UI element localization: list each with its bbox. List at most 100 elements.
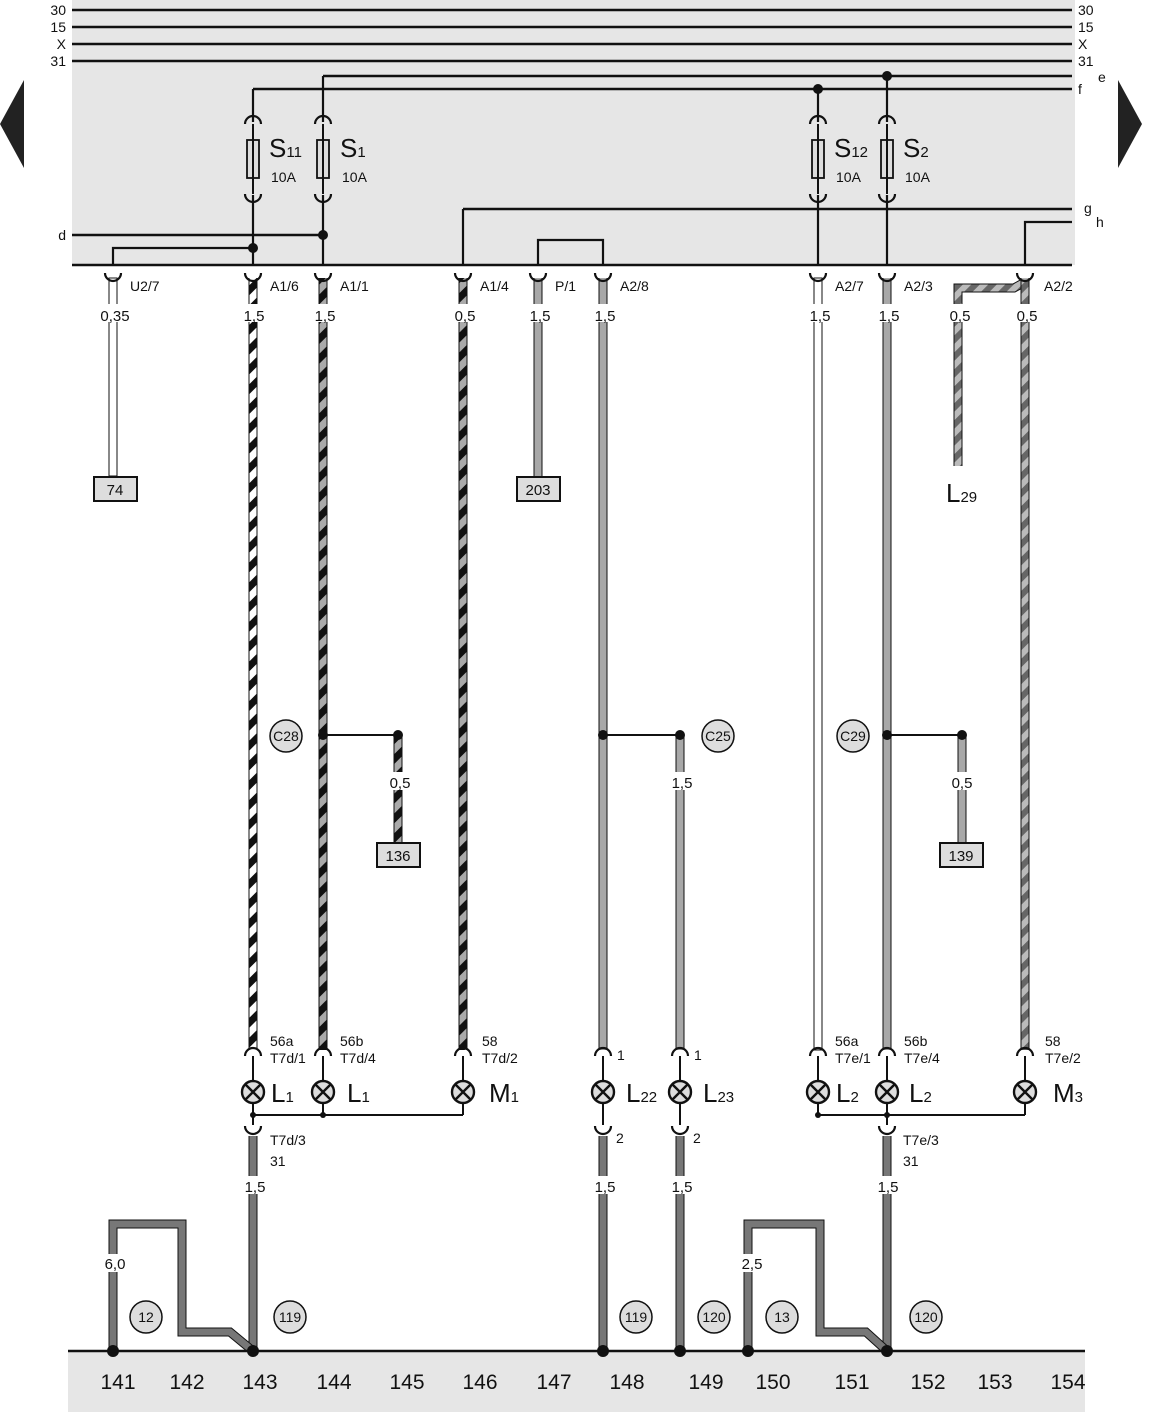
svg-text:0,5: 0,5 (390, 775, 411, 792)
next-page-arrow-icon[interactable] (1118, 80, 1142, 168)
branch-gauges: 0,5 1,5 0,5 (386, 772, 974, 792)
fuse-connector-icon (877, 193, 897, 204)
svg-text:144: 144 (316, 1371, 351, 1394)
svg-text:1,5: 1,5 (595, 308, 616, 325)
junction-dot (598, 730, 608, 740)
svg-text:154: 154 (1050, 1371, 1085, 1394)
wire-l29 (954, 278, 1027, 466)
junction-dot (393, 730, 403, 740)
bus-lines (72, 8, 1072, 267)
connector-icon (808, 1046, 828, 1057)
connector-label: U2/7 (130, 278, 160, 294)
connector-label: A1/6 (270, 278, 299, 294)
bus-label-31-left: 31 (50, 53, 66, 69)
svg-text:145: 145 (389, 1371, 424, 1394)
lamp-cross-icon (1016, 1083, 1034, 1101)
connector-label: A2/2 (1044, 278, 1073, 294)
ref-box-74[interactable] (93, 476, 138, 502)
connector-icon (243, 1046, 263, 1057)
component-label-l29: L29 (946, 478, 977, 508)
bus-label-x-right: X (1078, 36, 1088, 52)
circle-ref-120[interactable] (909, 1300, 943, 1334)
svg-text:L22: L22 (626, 1078, 657, 1108)
wire-white-l2 (813, 277, 823, 1051)
connector-label: A1/1 (340, 278, 369, 294)
wire-ground-6-0 (109, 1220, 256, 1354)
fuse-panel-background (72, 0, 1075, 265)
svg-text:L23: L23 (703, 1078, 734, 1108)
fuse-label: S12 (834, 133, 868, 163)
bus-label-h: h (1096, 214, 1104, 230)
lamp-cross-icon (454, 1083, 472, 1101)
svg-text:0,5: 0,5 (455, 308, 476, 325)
connector-icon (1015, 1046, 1035, 1057)
svg-text:1,5: 1,5 (595, 1179, 616, 1196)
svg-text:1,5: 1,5 (810, 308, 831, 325)
circle-ref-119[interactable] (619, 1300, 653, 1334)
fuse-connector-icon (808, 193, 828, 204)
svg-text:120: 120 (702, 1309, 726, 1325)
svg-text:31: 31 (903, 1153, 919, 1169)
svg-text:58: 58 (1045, 1033, 1061, 1049)
fuse-connector-icon (877, 114, 897, 125)
svg-text:56b: 56b (340, 1033, 364, 1049)
svg-text:T7d/4: T7d/4 (340, 1050, 376, 1066)
svg-text:1,5: 1,5 (244, 308, 265, 325)
svg-text:T7e/3: T7e/3 (903, 1132, 939, 1148)
lamp-cross-icon (878, 1083, 896, 1101)
ground-pin-labels: T7d/331 2 2 T7e/331 (270, 1130, 939, 1169)
svg-text:0,5: 0,5 (1017, 308, 1038, 325)
svg-text:M3: M3 (1053, 1078, 1083, 1108)
ref-box-136[interactable] (376, 842, 421, 868)
wire-gauges-bottom: 1,5 1,5 1,5 1,5 6,0 2,5 (101, 1176, 900, 1273)
svg-text:6,0: 6,0 (105, 1256, 126, 1273)
fuse-rating: 10A (905, 169, 931, 185)
svg-text:L2: L2 (836, 1078, 859, 1108)
connector-label: P/1 (555, 278, 576, 294)
connector-icon (243, 1125, 263, 1136)
bus-label-g: g (1084, 200, 1092, 216)
circle-ref-13[interactable] (765, 1300, 799, 1334)
connector-icon (313, 1046, 333, 1057)
ref-box-139[interactable] (939, 842, 984, 868)
fuse-rating: 10A (271, 169, 297, 185)
svg-text:T7d/1: T7d/1 (270, 1050, 306, 1066)
connector-icon (593, 1125, 613, 1136)
fuse-label: S2 (903, 133, 929, 163)
svg-text:141: 141 (100, 1371, 135, 1394)
previous-page-arrow-icon[interactable] (0, 80, 24, 168)
fuse-connector-icon (243, 193, 263, 204)
svg-text:2: 2 (616, 1130, 624, 1146)
bus-label-30-left: 30 (50, 2, 66, 18)
connector-icon (808, 272, 828, 283)
circle-ref-c28[interactable] (269, 719, 303, 753)
fuse-rating: 10A (836, 169, 862, 185)
svg-text:13: 13 (774, 1309, 790, 1325)
connector-icon (877, 272, 897, 283)
svg-text:1,5: 1,5 (315, 308, 336, 325)
svg-text:153: 153 (977, 1371, 1012, 1394)
connector-icon (453, 272, 473, 283)
svg-text:147: 147 (536, 1371, 571, 1394)
ref-box-label: 74 (107, 482, 124, 499)
bus-label-15-right: 15 (1078, 19, 1094, 35)
svg-text:2: 2 (693, 1130, 701, 1146)
circle-ref-119[interactable] (273, 1300, 307, 1334)
circle-ref-c29[interactable] (836, 719, 870, 753)
svg-text:0,5: 0,5 (950, 308, 971, 325)
circle-ref-120[interactable] (697, 1300, 731, 1334)
circle-ref-12[interactable] (129, 1300, 163, 1334)
svg-text:1,5: 1,5 (672, 775, 693, 792)
svg-text:151: 151 (834, 1371, 869, 1394)
ref-box-203[interactable] (516, 476, 561, 502)
lamp-cross-icon (671, 1083, 689, 1101)
connector-icon (593, 1046, 613, 1057)
connector-icon (593, 272, 613, 283)
svg-text:142: 142 (169, 1371, 204, 1394)
fuse-connector-icon (808, 114, 828, 125)
svg-text:12: 12 (138, 1309, 154, 1325)
fuse-label: S11 (269, 133, 302, 163)
circle-ref-c25[interactable] (701, 719, 735, 753)
svg-text:T7e/2: T7e/2 (1045, 1050, 1081, 1066)
